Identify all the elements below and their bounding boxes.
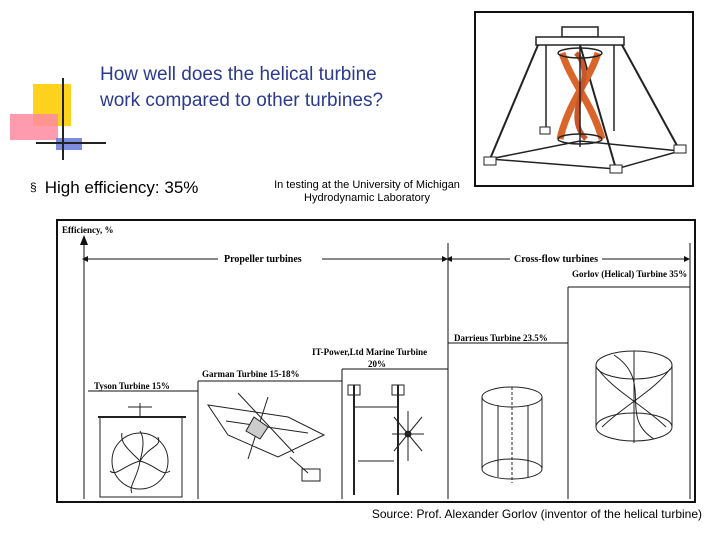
decor-blue-bar <box>56 138 82 150</box>
turbine-comparison-drawing: Efficiency, % Propeller turbines Cross-f… <box>62 225 691 499</box>
bullet-text: High efficiency: 35% <box>44 178 199 197</box>
helical-turbine-image <box>474 11 694 187</box>
darrieus-turbine-label: Darrieus Turbine 23.5% <box>454 333 548 343</box>
helical-turbine-drawing <box>483 26 687 174</box>
slide-title: How well does the helical turbine work c… <box>100 62 480 114</box>
tyson-turbine-label: Tyson Turbine 15% <box>94 381 170 391</box>
testing-line-2: Hydrodynamic Laboratory <box>304 192 430 204</box>
it-power-turbine-sketch <box>347 384 424 495</box>
decor-vertical-line <box>62 78 64 160</box>
decor-pink-bar <box>10 114 58 140</box>
tyson-turbine-sketch <box>98 403 186 498</box>
decor-horizontal-line <box>36 142 106 144</box>
source-caption: Source: Prof. Alexander Gorlov (inventor… <box>371 507 702 521</box>
gorlov-turbine-label: Gorlov (Helical) Turbine 35% <box>572 269 687 279</box>
propeller-turbines-label: Propeller turbines <box>224 254 302 265</box>
cross-flow-turbines-label: Cross-flow turbines <box>514 254 598 265</box>
garman-turbine-sketch <box>206 392 326 482</box>
it-power-turbine-label: IT-Power,Ltd Marine Turbine <box>312 347 427 357</box>
testing-line-1: In testing at the University of Michigan <box>274 179 460 191</box>
garman-turbine-label: Garman Turbine 15-18% <box>202 369 300 379</box>
gorlov-turbine-sketch <box>595 350 673 443</box>
turbine-comparison-figure: Efficiency, % Propeller turbines Cross-f… <box>56 219 696 503</box>
bullet-marker: § <box>30 180 37 194</box>
darrieus-turbine-sketch <box>481 386 543 483</box>
title-line-1: How well does the helical turbine <box>100 64 377 85</box>
testing-caption: In testing at the University of Michigan… <box>262 179 472 205</box>
y-axis-label: Efficiency, % <box>62 225 114 235</box>
bullet-item: § High efficiency: 35% <box>30 178 198 198</box>
title-line-2: work compared to other turbines? <box>100 90 384 111</box>
it-power-turbine-efficiency: 20% <box>368 359 386 369</box>
